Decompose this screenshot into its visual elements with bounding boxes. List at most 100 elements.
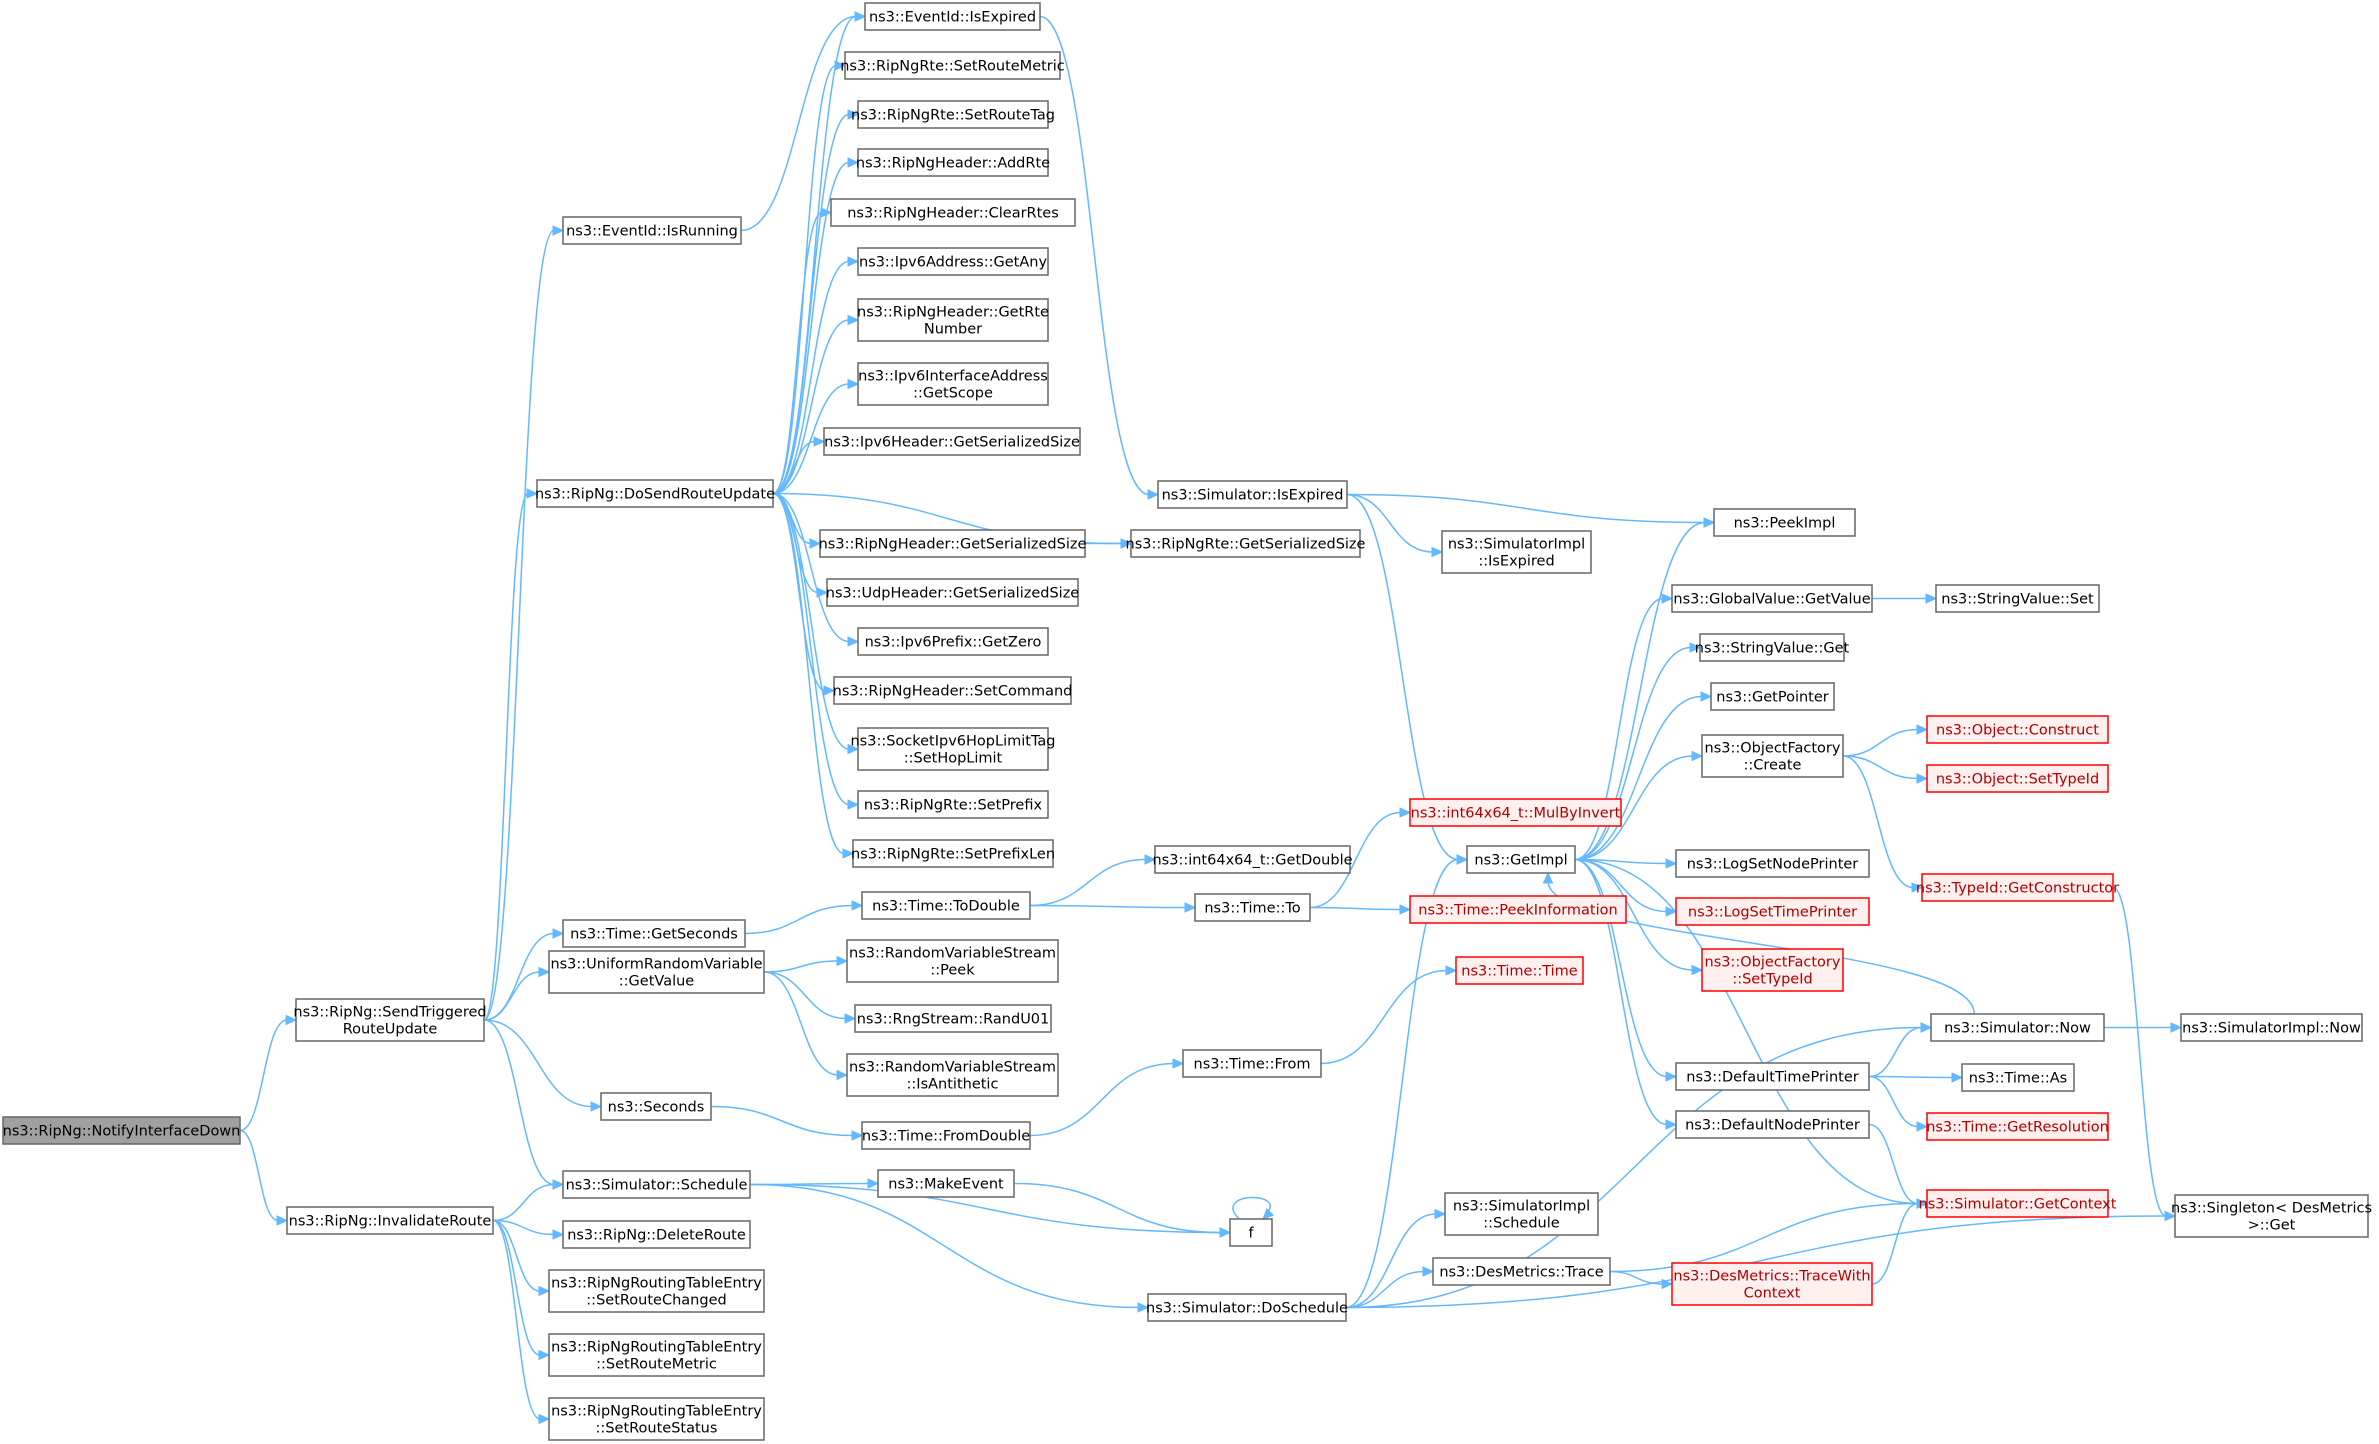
node-ns3-getpointer[interactable]: ns3::GetPointer (1710, 682, 1835, 711)
node-ns3-eventid-isrunning[interactable]: ns3::EventId::IsRunning (562, 216, 742, 245)
edge-n1-to-n8 (483, 1019, 565, 1190)
node-ns3-singleton-desmetrics-get[interactable]: ns3::Singleton< DesMetrics >::Get (2171, 1194, 2372, 1238)
call-edges (239, 11, 2183, 1425)
edge-n44-to-n51 (1574, 642, 1702, 861)
node-label: ns3::RipNg::DoSendRouteUpdate (535, 487, 775, 503)
node-label: ns3::Time::PeekInformation (1418, 903, 1617, 919)
node-ns3-randomvariablestream-peek[interactable]: ns3::RandomVariableStream::Peek (846, 939, 1059, 983)
node-ns3-defaulttimeprinter[interactable]: ns3::DefaultTimePrinter (1675, 1062, 1870, 1091)
edge-n1-to-n6 (483, 966, 551, 1021)
node-label: ns3::RipNgHeader::GetSerializedSize (819, 537, 1087, 553)
node-ns3-ripngrte-setprefixlen[interactable]: ns3::RipNgRte::SetPrefixLen (851, 839, 1055, 868)
edge-n64-to-n68 (2104, 1022, 2183, 1033)
node-label: ns3::Time::FromDouble (862, 1129, 1030, 1145)
node-label: ns3::Time::GetResolution (1926, 1120, 2109, 1136)
node-ns3-typeid-getconstructor[interactable]: ns3::TypeId::GetConstructor (1916, 873, 2119, 902)
node-ns3-object-settypeid[interactable]: ns3::Object::SetTypeId (1926, 764, 2109, 793)
node-ns3-randomvariablestream-isantithetic[interactable]: ns3::RandomVariableStream::IsAntithetic (846, 1053, 1059, 1097)
node-ns3-simulator-doschedule[interactable]: ns3::Simulator::DoSchedule (1146, 1293, 1348, 1322)
node-label: ns3::RandomVariableStream (849, 946, 1056, 962)
node-ns3-ripngroutingtableentry-setroutestatus[interactable]: ns3::RipNgRoutingTableEntry::SetRouteSta… (548, 1397, 765, 1441)
node-ns3-stringvalue-get[interactable]: ns3::StringValue::Get (1695, 633, 1850, 662)
node-ns3-ripngrte-setroutetag[interactable]: ns3::RipNgRte::SetRouteTag (851, 100, 1055, 129)
node-ns3-simulator-getcontext[interactable]: ns3::Simulator::GetContext (1919, 1189, 2117, 1218)
node-ns3-int64x64-t-mulbyinvert[interactable]: ns3::int64x64_t::MulByInvert (1409, 798, 1622, 827)
node-ns3-int64x64-t-getdouble[interactable]: ns3::int64x64_t::GetDouble (1152, 845, 1353, 874)
node-ns3-simulator-isexpired[interactable]: ns3::Simulator::IsExpired (1157, 480, 1348, 509)
node-ns3-ipv6address-getany[interactable]: ns3::Ipv6Address::GetAny (857, 247, 1049, 276)
edge-n63-to-n69 (2112, 886, 2177, 1222)
node-ns3-simulatorimpl-now[interactable]: ns3::SimulatorImpl::Now (2180, 1013, 2363, 1042)
node-ns3-objectfactory-create[interactable]: ns3::ObjectFactory::Create (1701, 734, 1844, 778)
node-ns3-ipv6header-getserializedsize[interactable]: ns3::Ipv6Header::GetSerializedSize (823, 427, 1081, 456)
node-ns3-ripngrte-setprefix[interactable]: ns3::RipNgRte::SetPrefix (857, 790, 1049, 819)
node-ns3-stringvalue-set[interactable]: ns3::StringValue::Set (1935, 584, 2100, 613)
node-ns3-ripng-notifyinterfacedown[interactable]: ns3::RipNg::NotifyInterfaceDown (2, 1116, 241, 1145)
node-ns3-ipv6prefix-getzero[interactable]: ns3::Ipv6Prefix::GetZero (857, 627, 1049, 656)
node-ns3-ripng-invalidateroute[interactable]: ns3::RipNg::InvalidateRoute (286, 1206, 494, 1235)
node-ns3-peekimpl[interactable]: ns3::PeekImpl (1713, 508, 1856, 537)
node-ns3-time-fromdouble[interactable]: ns3::Time::FromDouble (861, 1121, 1031, 1150)
edge-n44-to-n50 (1574, 593, 1674, 861)
node-label: ::SetHopLimit (904, 751, 1003, 767)
node-ns3-ripngheader-setcommand[interactable]: ns3::RipNgHeader::SetCommand (833, 676, 1073, 705)
node-label: f (1248, 1226, 1254, 1242)
edge-n7-to-n33 (710, 1105, 864, 1141)
edge-n53-to-n63 (1842, 755, 1924, 893)
node-ns3-eventid-isexpired[interactable]: ns3::EventId::IsExpired (864, 2, 1041, 31)
node-ns3-time-to[interactable]: ns3::Time::To (1194, 893, 1311, 922)
node-ns3-time-from[interactable]: ns3::Time::From (1182, 1049, 1322, 1078)
node-ns3-ripng-dosendrouteupdate[interactable]: ns3::RipNg::DoSendRouteUpdate (535, 479, 775, 508)
node-ns3-ripngheader-clearrtes[interactable]: ns3::RipNgHeader::ClearRtes (830, 198, 1076, 227)
node-ns3-rngstream-randu01[interactable]: ns3::RngStream::RandU01 (854, 1004, 1052, 1033)
node-label: ns3::RipNgHeader::SetCommand (833, 684, 1073, 700)
node-ns3-desmetrics-trace[interactable]: ns3::DesMetrics::Trace (1432, 1257, 1611, 1286)
node-label: ns3::int64x64_t::GetDouble (1152, 853, 1352, 869)
node-ns3-time-getseconds[interactable]: ns3::Time::GetSeconds (562, 919, 746, 948)
node-ns3-simulator-now[interactable]: ns3::Simulator::Now (1930, 1013, 2105, 1042)
node-ns3-time-todouble[interactable]: ns3::Time::ToDouble (861, 891, 1031, 920)
edge-n48-to-n67 (1609, 1198, 1929, 1273)
node-ns3-simulator-schedule[interactable]: ns3::Simulator::Schedule (562, 1170, 751, 1199)
edge-n38-to-n44 (1346, 493, 1469, 865)
edge-n44-to-n52 (1574, 691, 1713, 861)
node-ns3-getimpl[interactable]: ns3::GetImpl (1466, 845, 1576, 874)
node-ns3-udpheader-getserializedsize[interactable]: ns3::UdpHeader::GetSerializedSize (826, 578, 1080, 607)
node-label: ns3::EventId::IsRunning (566, 224, 738, 240)
node-ns3-ripngrte-setroutemetric[interactable]: ns3::RipNgRte::SetRouteMetric (840, 51, 1065, 80)
node-ns3-ripngheader-addrte[interactable]: ns3::RipNgHeader::AddRte (856, 148, 1050, 177)
node-ns3-socketipv6hoplimittag-sethoplimit[interactable]: ns3::SocketIpv6HopLimitTag::SetHopLimit (850, 727, 1056, 771)
edge-n22-to-n37 (1085, 538, 1133, 549)
node-ns3-uniformrandomvariable-getvalue[interactable]: ns3::UniformRandomVariable::GetValue (548, 950, 765, 994)
edge-n35-to-n35 (1232, 1196, 1275, 1220)
node-ns3-ripngroutingtableentry-setroutemetric[interactable]: ns3::RipNgRoutingTableEntry::SetRouteMet… (548, 1333, 765, 1377)
edge-n4-to-n20 (772, 378, 860, 495)
node-ns3-ripngroutingtableentry-setroutechanged[interactable]: ns3::RipNgRoutingTableEntry::SetRouteCha… (548, 1269, 765, 1313)
node-ns3-simulatorimpl-isexpired[interactable]: ns3::SimulatorImpl::IsExpired (1441, 530, 1592, 574)
node-ns3-makeevent[interactable]: ns3::MakeEvent (877, 1169, 1015, 1198)
node-ns3-ripngrte-getserializedsize[interactable]: ns3::RipNgRte::GetSerializedSize (1126, 529, 1366, 558)
node-ns3-ripngheader-getserializedsize[interactable]: ns3::RipNgHeader::GetSerializedSize (819, 529, 1087, 558)
node-ns3-ripng-deleteroute[interactable]: ns3::RipNg::DeleteRoute (562, 1220, 751, 1249)
node-ns3-globalvalue-getvalue[interactable]: ns3::GlobalValue::GetValue (1671, 584, 1873, 613)
node-ns3-time-peekinformation[interactable]: ns3::Time::PeekInformation (1409, 895, 1627, 924)
node-ns3-defaultnodeprinter[interactable]: ns3::DefaultNodePrinter (1675, 1110, 1870, 1139)
node-label: ::SetRouteChanged (586, 1293, 726, 1309)
node-ns3-logsettimeprinter[interactable]: ns3::LogSetTimePrinter (1675, 897, 1870, 926)
node-ns3-ipv6interfaceaddress-getscope[interactable]: ns3::Ipv6InterfaceAddress::GetScope (857, 362, 1049, 406)
node-ns3-seconds[interactable]: ns3::Seconds (600, 1092, 712, 1121)
node-ns3-simulatorimpl-schedule[interactable]: ns3::SimulatorImpl::Schedule (1444, 1192, 1599, 1236)
node-ns3-time-as[interactable]: ns3::Time::As (1961, 1063, 2075, 1092)
node-ns3-time-getresolution[interactable]: ns3::Time::GetResolution (1926, 1112, 2109, 1141)
node-ns3-objectfactory-settypeid[interactable]: ns3::ObjectFactory::SetTypeId (1701, 948, 1844, 992)
node-ns3-logsetnodeprinter[interactable]: ns3::LogSetNodePrinter (1675, 849, 1870, 878)
edge-n4-to-n24 (772, 492, 860, 647)
node-f[interactable]: f (1229, 1218, 1273, 1247)
node-label: ns3::Simulator::GetContext (1919, 1197, 2117, 1213)
node-label: ns3::UdpHeader::GetSerializedSize (826, 586, 1080, 602)
node-ns3-time-time[interactable]: ns3::Time::Time (1455, 956, 1584, 985)
node-ns3-object-construct[interactable]: ns3::Object::Construct (1926, 715, 2109, 744)
